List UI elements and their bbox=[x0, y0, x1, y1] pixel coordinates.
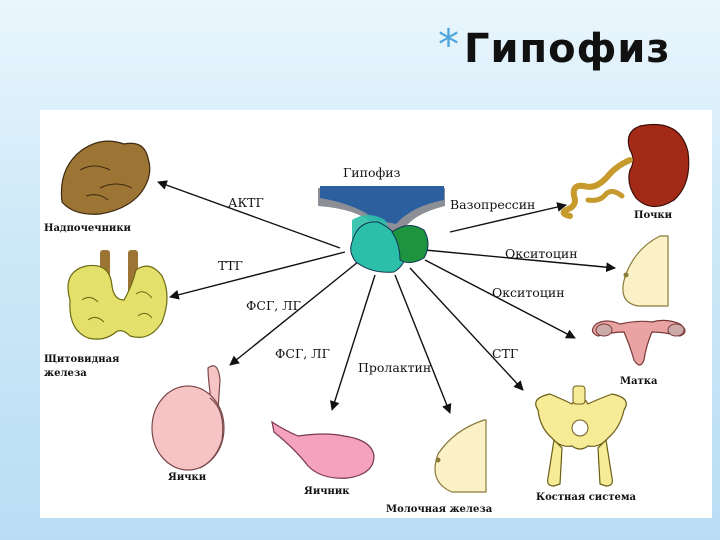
skeleton-pelvis: Костная система bbox=[535, 385, 637, 503]
organ-label-thyroid-2: железа bbox=[44, 368, 87, 379]
organ-label-skeleton: Костная система bbox=[536, 492, 637, 503]
arrow-fsg-lg-2 bbox=[330, 274, 376, 411]
epididymis bbox=[199, 397, 224, 469]
label-fsg-lg-2: ФСГ, ЛГ bbox=[275, 346, 330, 361]
ovary-right-small bbox=[667, 323, 685, 337]
pituitary-gland: Гипофиз bbox=[318, 165, 445, 273]
diagram-svg: Гипофиз АКТГ Вазопрессин ТТГ Окситоцин Ф… bbox=[44, 123, 690, 515]
arrow-prolactin bbox=[394, 274, 452, 414]
title-text: Гипофиз bbox=[464, 26, 671, 72]
ureter-coil-2 bbox=[585, 188, 625, 203]
organ-label-ovary: Яичник bbox=[304, 486, 350, 497]
testis-shape bbox=[151, 385, 225, 471]
ovary: Яичник bbox=[271, 420, 375, 497]
arrow-stg bbox=[409, 267, 524, 391]
label-actg: АКТГ bbox=[228, 195, 264, 210]
adrenal-folds bbox=[79, 165, 133, 201]
label-vasopressin: Вазопрессин bbox=[450, 197, 535, 212]
arrow-ttg bbox=[169, 251, 346, 300]
label-prolactin: Пролактин bbox=[358, 360, 431, 375]
hypothalamus bbox=[320, 186, 444, 224]
pituitary-diagram: Гипофиз АКТГ Вазопрессин ТТГ Окситоцин Ф… bbox=[40, 110, 712, 518]
spine-segment bbox=[572, 385, 586, 405]
pelvic-inlet bbox=[571, 419, 589, 437]
thyroid-gland: Щитовидная железа bbox=[44, 250, 168, 379]
label-oxytocin-2: Окситоцин bbox=[492, 285, 565, 300]
label-stg: СТГ bbox=[492, 346, 518, 361]
organ-label-kidneys: Почки bbox=[634, 210, 673, 221]
slide-title: *Гипофиз bbox=[438, 20, 671, 75]
label-fsg-lg-1: ФСГ, ЛГ bbox=[246, 298, 301, 313]
arrow-oxytocin-2 bbox=[424, 259, 576, 339]
femur-left bbox=[547, 438, 563, 487]
organ-label-adrenals: Надпочечники bbox=[44, 223, 132, 234]
arrow-vasopressin bbox=[449, 202, 567, 233]
kidney: Почки bbox=[560, 123, 690, 221]
posterior-lobe bbox=[391, 225, 429, 264]
breast-shape-upper bbox=[622, 235, 669, 307]
thyroid-lobules bbox=[81, 291, 153, 323]
adrenal-shape bbox=[60, 140, 151, 215]
hormone-arrows bbox=[157, 180, 616, 414]
label-oxytocin-1: Окситоцин bbox=[505, 246, 578, 261]
breast-upper bbox=[622, 235, 669, 307]
arrow-actg bbox=[157, 180, 341, 249]
breast-shape bbox=[434, 419, 487, 493]
arrow-fsg-lg-1 bbox=[229, 261, 359, 366]
breast-nipple bbox=[435, 457, 441, 463]
thyroid-shape bbox=[67, 264, 168, 340]
organ-label-testes: Яички bbox=[168, 472, 207, 483]
hormone-labels: АКТГ Вазопрессин ТТГ Окситоцин ФСГ, ЛГ О… bbox=[218, 195, 578, 375]
arrow-oxytocin-1 bbox=[424, 249, 616, 273]
mammary-gland: Молочная железа bbox=[386, 419, 493, 515]
label-ttg: ТТГ bbox=[218, 258, 243, 273]
organ-label-thyroid-1: Щитовидная bbox=[44, 354, 120, 365]
breast-nipple-upper bbox=[623, 272, 629, 278]
testes: Яички bbox=[151, 365, 225, 483]
adrenal-glands: Надпочечники bbox=[44, 140, 151, 234]
ureter-coil bbox=[560, 157, 633, 219]
organ-label-mammary: Молочная железа bbox=[386, 504, 493, 515]
uterus-shape bbox=[591, 319, 686, 366]
uterus: Матка bbox=[591, 319, 686, 387]
title-bullet: * bbox=[438, 20, 460, 69]
ovary-shape bbox=[271, 420, 375, 479]
center-label: Гипофиз bbox=[343, 165, 401, 180]
ovary-left-small bbox=[595, 323, 613, 337]
femur-right bbox=[597, 438, 613, 487]
organ-label-uterus: Матка bbox=[620, 376, 658, 387]
kidney-shape bbox=[627, 123, 690, 208]
